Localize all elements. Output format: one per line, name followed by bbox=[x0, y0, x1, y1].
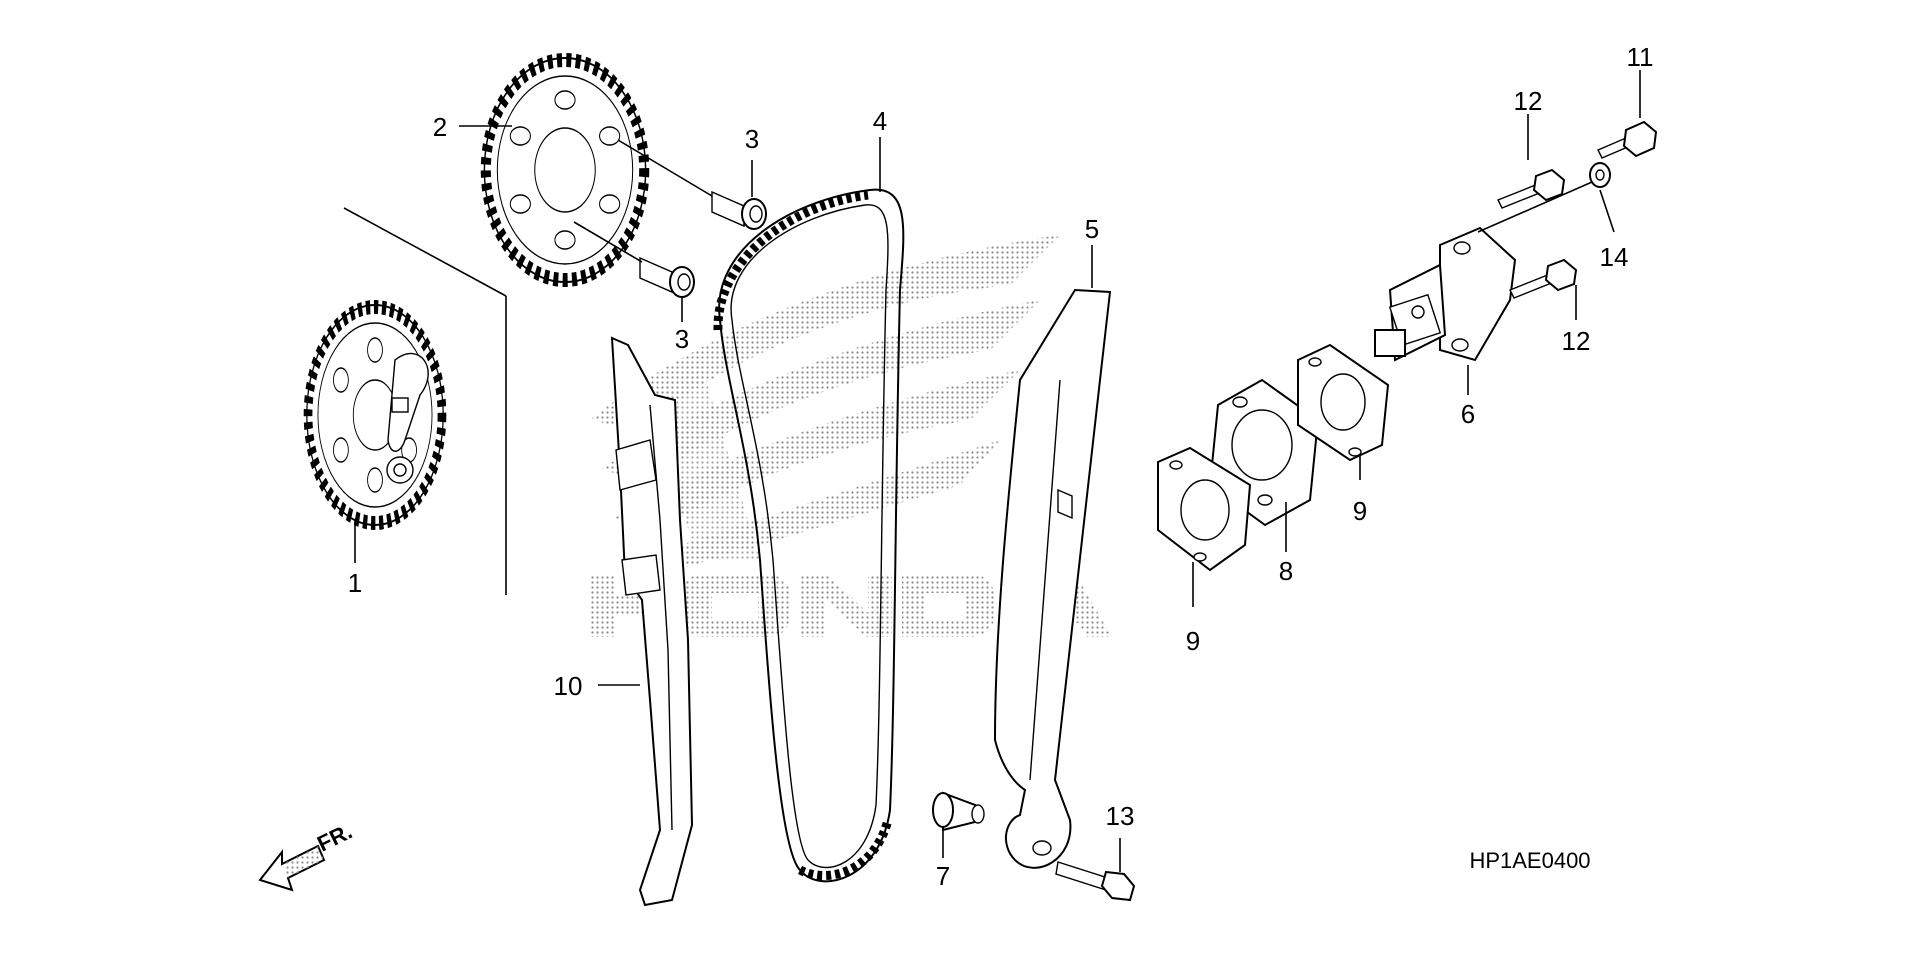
callout-5: 5 bbox=[1085, 214, 1099, 244]
part-3-sprocket-bolt-lower[interactable] bbox=[639, 256, 695, 298]
leader-line-3-upper-a bbox=[617, 139, 713, 197]
diagram-code: HP1AE0400 bbox=[1469, 848, 1590, 873]
part-6-tensioner-lifter[interactable] bbox=[1374, 226, 1517, 362]
leader-line-3-lower-a bbox=[573, 221, 643, 263]
part-7-collar[interactable] bbox=[932, 791, 985, 832]
part-4-cam-chain[interactable] bbox=[713, 188, 905, 883]
callout-12-lower: 12 bbox=[1562, 326, 1591, 356]
leader-line-14 bbox=[1599, 189, 1615, 233]
part-5-tensioner-slider[interactable] bbox=[993, 288, 1112, 869]
callout-8: 8 bbox=[1279, 556, 1293, 586]
callout-9-front: 9 bbox=[1186, 626, 1200, 656]
callout-13: 13 bbox=[1106, 801, 1135, 831]
callout-7: 7 bbox=[936, 861, 950, 891]
part-9-gasket-rear[interactable] bbox=[1297, 343, 1390, 462]
callout-2: 2 bbox=[433, 112, 447, 142]
callout-3-lower: 3 bbox=[675, 324, 689, 354]
callout-12-upper: 12 bbox=[1514, 86, 1543, 116]
callout-9-rear: 9 bbox=[1353, 496, 1367, 526]
part-3-sprocket-bolt-upper[interactable] bbox=[711, 190, 767, 230]
alignment-line-washer bbox=[1477, 181, 1593, 233]
part-12-bolt-upper[interactable] bbox=[1497, 168, 1566, 209]
assembly-bracket-line-top bbox=[343, 207, 507, 297]
part-14-sealing-washer[interactable] bbox=[1589, 162, 1611, 188]
callout-14: 14 bbox=[1600, 242, 1629, 272]
front-direction-arrow-icon bbox=[258, 844, 326, 892]
part-1-cam-sprocket-assembly[interactable] bbox=[303, 300, 447, 530]
callout-10: 10 bbox=[554, 671, 583, 701]
callout-11: 11 bbox=[1627, 42, 1654, 72]
callout-6: 6 bbox=[1461, 399, 1475, 429]
part-11-sealing-bolt[interactable] bbox=[1597, 120, 1658, 159]
part-9-gasket-front[interactable] bbox=[1157, 446, 1252, 572]
part-2-cam-sprocket[interactable] bbox=[480, 53, 650, 287]
part-10-chain-guide[interactable] bbox=[610, 336, 694, 907]
callout-4: 4 bbox=[873, 106, 887, 136]
callout-1: 1 bbox=[348, 568, 362, 598]
callout-3-upper: 3 bbox=[745, 124, 759, 154]
part-13-guide-bolt[interactable] bbox=[1055, 861, 1136, 902]
part-12-bolt-lower[interactable] bbox=[1509, 258, 1578, 299]
